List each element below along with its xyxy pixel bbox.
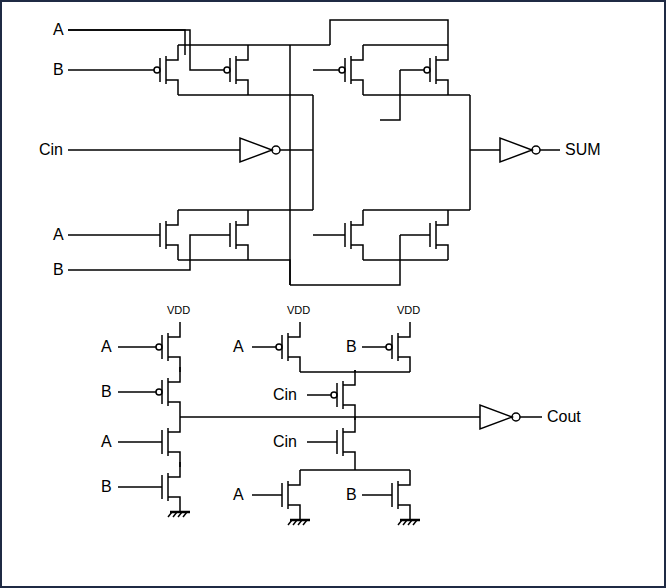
signal-name: A: [52, 20, 65, 40]
signal-name: B: [100, 477, 113, 497]
signal-name: Cin: [272, 385, 298, 405]
signal-name: B: [345, 337, 358, 357]
signal-name: B: [100, 382, 113, 402]
signal-name: SUM: [564, 140, 602, 160]
signal-name: Cin: [38, 140, 64, 160]
supply-label: VDD: [286, 304, 311, 317]
signal-name: Cout: [546, 407, 582, 427]
signal-name: A: [100, 337, 113, 357]
signal-name: B: [52, 260, 65, 280]
supply-label: VDD: [396, 304, 421, 317]
signal-name: B: [52, 60, 65, 80]
signal-name: A: [232, 485, 245, 505]
signal-name: A: [52, 225, 65, 245]
signal-name: Cin: [272, 432, 298, 452]
signal-name: B: [345, 485, 358, 505]
signal-name: A: [100, 432, 113, 452]
supply-label: VDD: [166, 304, 191, 317]
signal-name: A: [232, 337, 245, 357]
